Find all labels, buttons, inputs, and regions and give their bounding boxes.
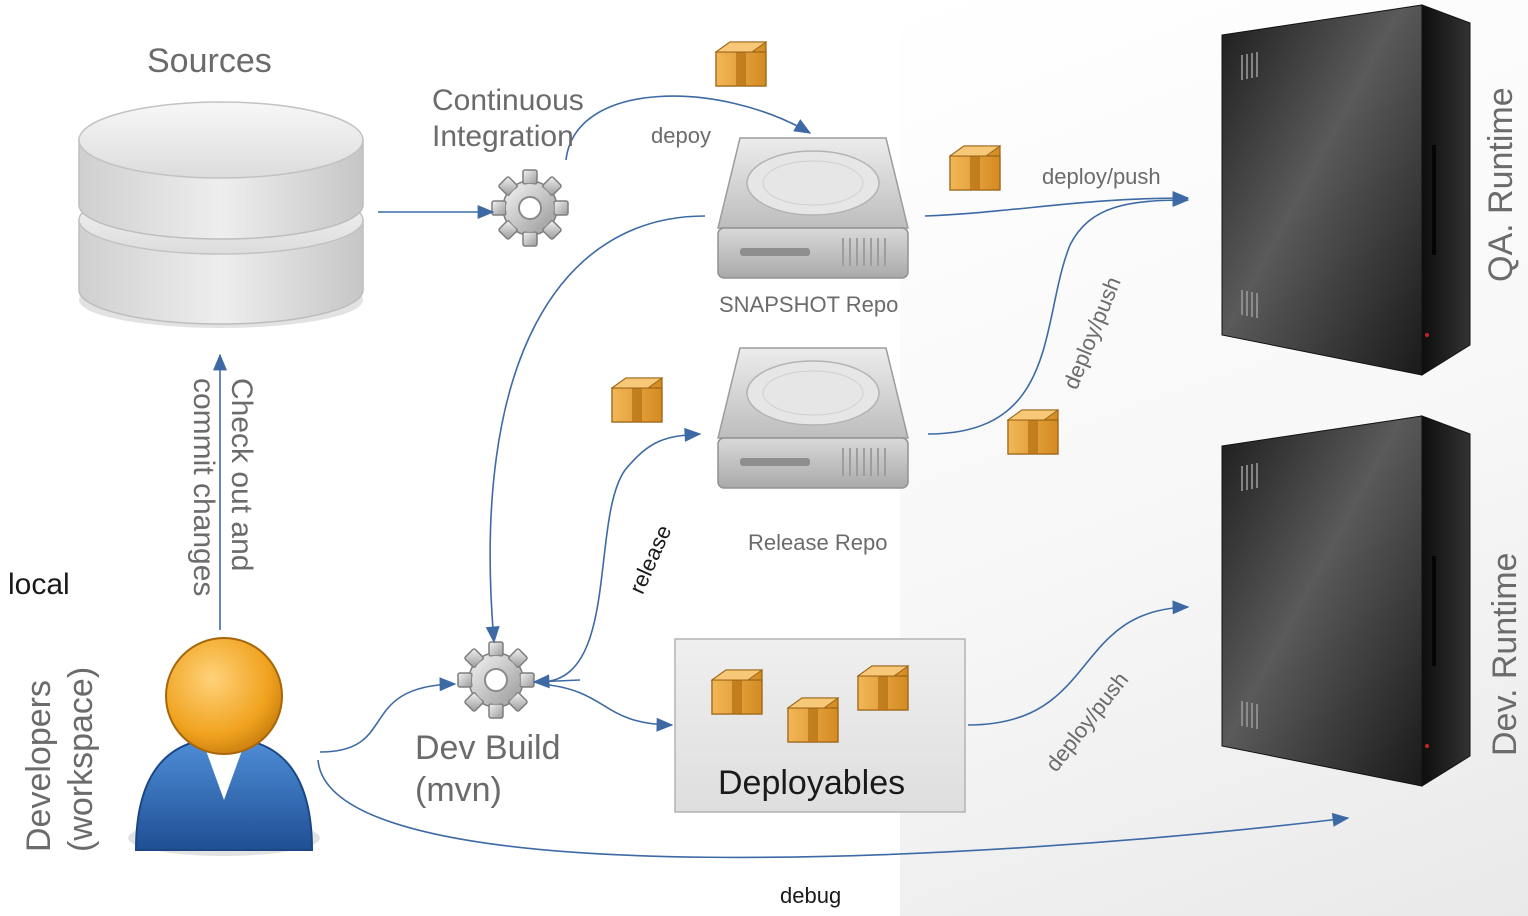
check-out-label-line1: Check out and [225, 378, 258, 572]
depoy-label: depoy [651, 123, 711, 148]
qa-runtime-server-icon [1221, 4, 1471, 376]
sources-label: Sources [147, 42, 272, 80]
arrow-ci-to-snapshot [565, 95, 812, 161]
arrow-devbuild-to-release [539, 427, 702, 683]
dev-build-gear-icon [457, 641, 535, 719]
arrow-release-to-qa [927, 193, 1190, 435]
arrow-deployables-to-dev [967, 600, 1190, 726]
arrow-devbuild-to-deployables [539, 683, 674, 732]
sources-database-icon [78, 101, 364, 328]
arrow-devbuild-back-tip [532, 674, 581, 689]
check-out-label-line2: commit changes [187, 378, 220, 597]
debug-label: debug [780, 883, 842, 908]
dev-build-label-line1: Dev Build [415, 729, 561, 767]
dev-build-label-line2: (mvn) [415, 771, 502, 809]
package-icon-deployable-3 [857, 665, 909, 711]
package-icon-deployable-1 [711, 669, 763, 715]
ci-gear-icon [491, 169, 569, 247]
ci-label-line1: Continuous [432, 84, 584, 117]
local-label: local [8, 568, 70, 601]
deploy-push-top-label: deploy/push [1042, 164, 1161, 189]
arrow-snapshot-to-devbuild [485, 215, 706, 644]
deployables-label: Deployables [718, 764, 906, 802]
ci-label-line2: Integration [432, 120, 574, 153]
developers-label-line1: Developers [20, 680, 58, 852]
arrow-debug [317, 759, 1350, 859]
snapshot-repo-hdd-icon [717, 137, 909, 279]
developers-label-line2: (workspace) [62, 666, 100, 852]
package-icon-deployable-2 [787, 697, 839, 743]
release-repo-label: Release Repo [748, 530, 888, 555]
developer-person-icon [128, 637, 320, 856]
dev-runtime-server-icon [1221, 415, 1471, 787]
arrow-snapshot-to-qa [924, 191, 1190, 217]
dev-runtime-label: Dev. Runtime [1486, 552, 1524, 756]
package-icon-release-push [1007, 409, 1059, 455]
snapshot-repo-label: SNAPSHOT Repo [719, 292, 899, 317]
qa-runtime-label: QA. Runtime [1482, 87, 1520, 282]
package-icon-release [611, 377, 663, 423]
package-icon-snapshot [949, 145, 1001, 191]
release-repo-hdd-icon [717, 347, 909, 489]
arrow-developer-to-devbuild [319, 677, 457, 753]
package-icon-ci [715, 41, 767, 87]
